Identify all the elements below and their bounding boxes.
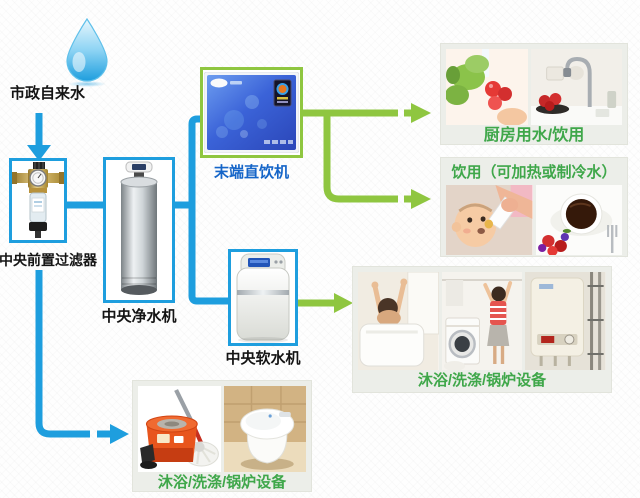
coffee-cup-photo-icon: [535, 185, 622, 255]
softener-box: [228, 249, 298, 346]
prefilter-box: [9, 158, 67, 243]
baby-feeding-photo-icon: [446, 185, 533, 255]
drinking-panel: 饮用（可加热或制冷水）: [440, 157, 628, 257]
arrowhead-right-icon: [334, 293, 353, 313]
purifier-label: 中央净水机: [101, 308, 177, 325]
boiler-photo-icon: [525, 272, 607, 370]
laundry-photo-icon: [441, 272, 523, 370]
bathtub-photo-icon: [358, 272, 439, 370]
municipal-water-label: 市政自来水: [9, 85, 85, 102]
spin-mop-photo-icon: [138, 386, 221, 472]
vegetables-washing-photo-icon: [446, 49, 528, 125]
pipe-dispenser-to-drinking: [323, 113, 398, 203]
bath-panel: 沐浴/洗涤/锅炉设备: [352, 266, 612, 393]
drinking-title: 饮用（可加热或制冷水）: [451, 164, 617, 181]
prefilter-device-icon: [12, 162, 64, 238]
softener-label: 中央软水机: [225, 350, 301, 367]
dispenser-box: [200, 67, 303, 158]
kitchen-label: 厨房用水/饮用: [483, 127, 585, 144]
prefilter-label: 中央前置过滤器: [0, 252, 97, 268]
smart-toilet-photo-icon: [223, 386, 306, 472]
water-drop-icon: [62, 18, 112, 84]
pipe-prefilter-to-cleaning: [35, 270, 90, 438]
softener-device-icon: [236, 253, 290, 343]
kitchen-panel: 厨房用水/饮用: [440, 43, 628, 145]
arrowhead-right-icon: [411, 103, 431, 123]
purifier-device-icon: [120, 161, 158, 295]
arrowhead-right-icon: [411, 189, 431, 209]
water-drop-shadow: [68, 81, 106, 87]
cleaning-panel: 沐浴/洗涤/锅炉设备: [132, 380, 312, 492]
arrowhead-right-icon: [110, 424, 129, 444]
dispenser-device-icon: [204, 72, 299, 153]
bath-label: 沐浴/洗涤/锅炉设备: [417, 372, 547, 389]
kitchen-faucet-photo-icon: [531, 49, 622, 125]
purifier-box: [103, 157, 175, 303]
cleaning-label: 沐浴/洗涤/锅炉设备: [157, 474, 287, 491]
dispenser-label: 末端直饮机: [213, 164, 289, 181]
